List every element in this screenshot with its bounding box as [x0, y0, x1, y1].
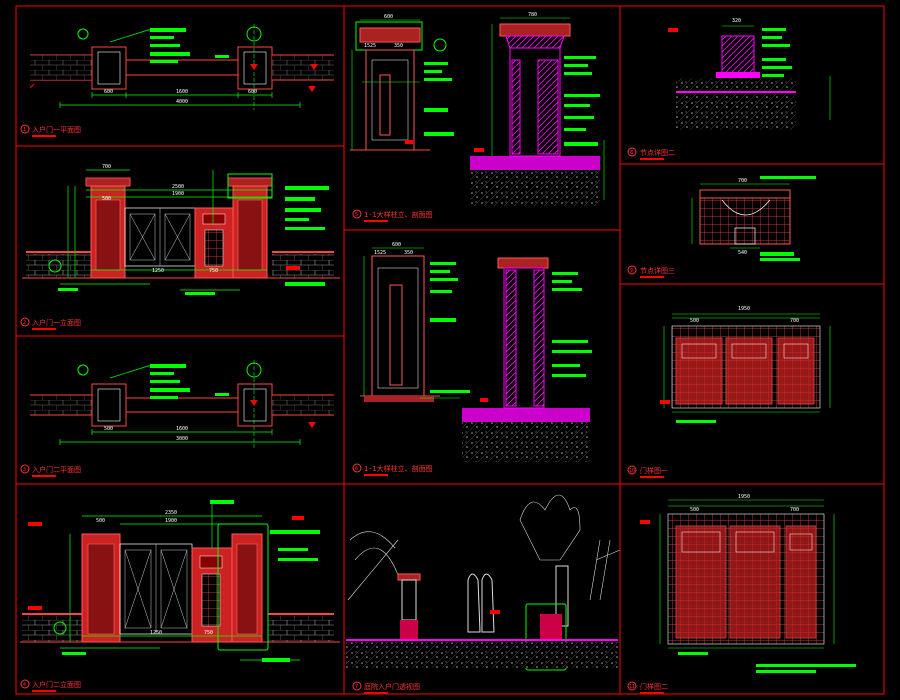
p9-num: 9 — [630, 268, 633, 274]
panel-1-plan: 600 1600 600 4000 1 入户门一平面图 — [20, 24, 334, 137]
p2-title: 入户门一立面图 — [32, 318, 81, 327]
p10-dim-b: 700 — [790, 318, 799, 324]
p2-dim-b: 1250 — [152, 268, 164, 274]
p6-dim-top: 600 — [392, 242, 401, 248]
panel-11-door: 1950 500 700 11 门样图二 — [627, 494, 856, 694]
panel-6-pillar-section: 1525 350 600 6 1-1大样柱立、剖面图 — [352, 242, 592, 476]
p11-dim-a: 500 — [690, 507, 699, 513]
p10-num: 10 — [629, 468, 635, 474]
p7-title: 庭院入户门透视图 — [364, 682, 420, 691]
p4-dim-top: 2350 — [165, 510, 177, 516]
p7-num: 7 — [355, 684, 358, 690]
panel-3-plan: 500 1600 3000 3 入户门二平面图 — [20, 360, 334, 477]
p10-dim-total: 1950 — [738, 306, 750, 312]
p4-dim-mid: 1900 — [165, 518, 177, 524]
p5-title: 1-1大样柱立、剖面图 — [364, 210, 433, 219]
p5-dim-cap: 600 — [384, 14, 393, 20]
p4-num: 4 — [23, 682, 26, 688]
p4-title: 入户门二立面图 — [32, 680, 81, 689]
p11-dim-total: 1950 — [738, 494, 750, 500]
p1-dim-total: 4000 — [176, 99, 188, 105]
p6-dim-a: 1525 — [374, 250, 386, 256]
p11-num: 11 — [629, 684, 635, 690]
p1-title: 入户门一平面图 — [32, 125, 81, 134]
p2-num: 2 — [23, 320, 26, 326]
p3-num: 3 — [23, 467, 26, 473]
p2-dim-c: 750 — [209, 268, 218, 274]
p9-dim-top: 700 — [738, 178, 747, 184]
p4-dim-b: 1250 — [150, 630, 162, 636]
panel-4-elevation: 2350 1900 500 1250 750 4 入户门二立面图 — [20, 500, 340, 692]
p1-dim-b: 1600 — [176, 89, 188, 95]
p3-title: 入户门二平面图 — [32, 465, 81, 474]
p11-title: 门样图二 — [640, 682, 668, 691]
p2-dim-w2: 1900 — [172, 191, 184, 197]
p3-dim-total: 3000 — [176, 436, 188, 442]
panel-7-perspective: 7 庭院入户门透视图 — [346, 494, 621, 694]
p2-dim-top: 700 — [102, 164, 111, 170]
p8-dim-top: 320 — [732, 18, 741, 24]
panel-10-door: 1950 500 700 10 门样图一 — [627, 306, 831, 478]
p6-title: 1-1大样柱立、剖面图 — [364, 464, 433, 473]
p2-dim-left: 500 — [102, 196, 111, 202]
p3-dim-a: 500 — [104, 426, 113, 432]
p10-title: 门样图一 — [640, 466, 668, 475]
p11-dim-b: 700 — [790, 507, 799, 513]
p2-dim-w1: 2500 — [172, 184, 184, 190]
p9-dim-b: 540 — [738, 250, 747, 256]
panel-8-detail: 320 8 节点详图二 — [627, 18, 831, 160]
p5-dim-a: 1525 — [364, 43, 376, 49]
p5-dim-b: 350 — [394, 43, 403, 49]
p8-title: 节点详图二 — [640, 148, 675, 157]
sheet-frame — [15, 5, 885, 695]
p3-dim-b: 1600 — [176, 426, 188, 432]
p1-dim-a: 600 — [104, 89, 113, 95]
panel-5-pillar-section: 600 1525 350 780 5 1-1大样柱立、剖面图 — [350, 12, 605, 222]
p5-dim-top: 780 — [528, 12, 537, 18]
p10-dim-a: 500 — [690, 318, 699, 324]
p1-dim-c: 600 — [248, 89, 257, 95]
p4-dim-c: 750 — [204, 630, 213, 636]
p8-num: 8 — [630, 150, 633, 156]
panel-9-detail: 700 540 9 节点详图三 — [627, 176, 816, 278]
p6-num: 6 — [355, 466, 358, 472]
p9-title: 节点详图三 — [640, 266, 675, 275]
p6-dim-b: 350 — [404, 250, 413, 256]
p1-num: 1 — [23, 127, 26, 133]
p5-num: 5 — [355, 212, 358, 218]
p4-dim-left: 500 — [96, 518, 105, 524]
panel-2-elevation: 700 2500 1900 500 1250 750 2 入户门一立面图 — [20, 164, 340, 330]
